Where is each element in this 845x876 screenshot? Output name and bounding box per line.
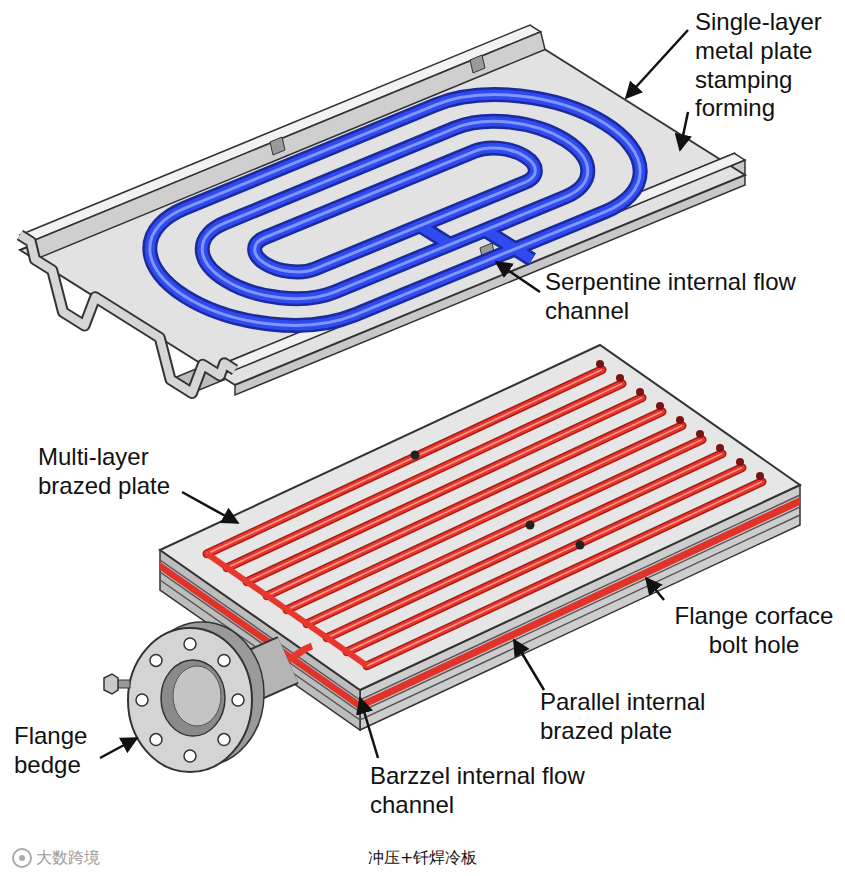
- flange-part: [232, 694, 244, 706]
- stamped-tray-part: [270, 137, 285, 155]
- leader-lines-part: [496, 262, 540, 292]
- channel-ports-part: [596, 360, 604, 368]
- channel-ports-part: [656, 402, 664, 410]
- leader-lines: [100, 30, 688, 758]
- channel-ports-part: [696, 430, 704, 438]
- brazed-plate-part: [160, 345, 800, 690]
- watermark-logo-part: [19, 855, 25, 861]
- flange-part: [288, 646, 312, 660]
- leader-lines-part: [360, 698, 378, 758]
- watermark-logo: [13, 849, 31, 867]
- leader-lines-part: [646, 578, 664, 600]
- leader-lines-part: [680, 112, 688, 150]
- leader-lines-part: [182, 492, 238, 523]
- channel-ports-part: [676, 416, 684, 424]
- flange: [104, 622, 312, 772]
- leader-lines-part: [626, 30, 688, 98]
- watermark: 大数跨境: [36, 848, 156, 867]
- part-label: Multi-layer brazed plate: [38, 443, 208, 501]
- part-label: Flange bedge: [14, 722, 124, 780]
- part-label: Barzzel internal flow channel: [370, 762, 590, 820]
- flange-part: [136, 694, 148, 706]
- flange-part: [184, 638, 196, 650]
- watermark-logo-part: [13, 849, 31, 867]
- flange-part: [161, 660, 225, 736]
- part-label: Serpentine internal flow channel: [545, 268, 805, 326]
- serpentine-tube-part: [240, 141, 550, 279]
- channel-ports-part: [636, 388, 644, 396]
- stamped-tray-part: [470, 55, 485, 73]
- part-label: Parallel internal brazed plate: [540, 688, 760, 746]
- flange-part: [150, 734, 162, 746]
- flange-part: [173, 666, 221, 726]
- stamped-tray: [20, 25, 745, 395]
- channel-ports: [411, 360, 765, 550]
- channel-ports-part: [716, 444, 724, 452]
- flange-part: [128, 628, 252, 772]
- part-label: Flange corface bolt hole: [666, 602, 842, 660]
- caption: 冲压+钎焊冷板: [368, 848, 477, 869]
- leader-lines-part: [100, 738, 137, 758]
- channel-ports-part: [526, 521, 535, 530]
- flange-part: [184, 750, 196, 762]
- flange-part: [104, 674, 118, 694]
- part-label: Single-layer metal plate stamping formin…: [695, 8, 840, 123]
- channel-ports-part: [756, 472, 764, 480]
- channel-ports-part: [576, 541, 585, 550]
- serpentine-tube-part: [240, 141, 550, 279]
- channel-ports-part: [411, 451, 420, 460]
- flange-part: [218, 654, 230, 666]
- channel-ports-part: [736, 458, 744, 466]
- leader-lines-part: [514, 640, 544, 690]
- channel-ports-part: [616, 374, 624, 382]
- flange-part: [218, 734, 230, 746]
- flange-part: [150, 654, 162, 666]
